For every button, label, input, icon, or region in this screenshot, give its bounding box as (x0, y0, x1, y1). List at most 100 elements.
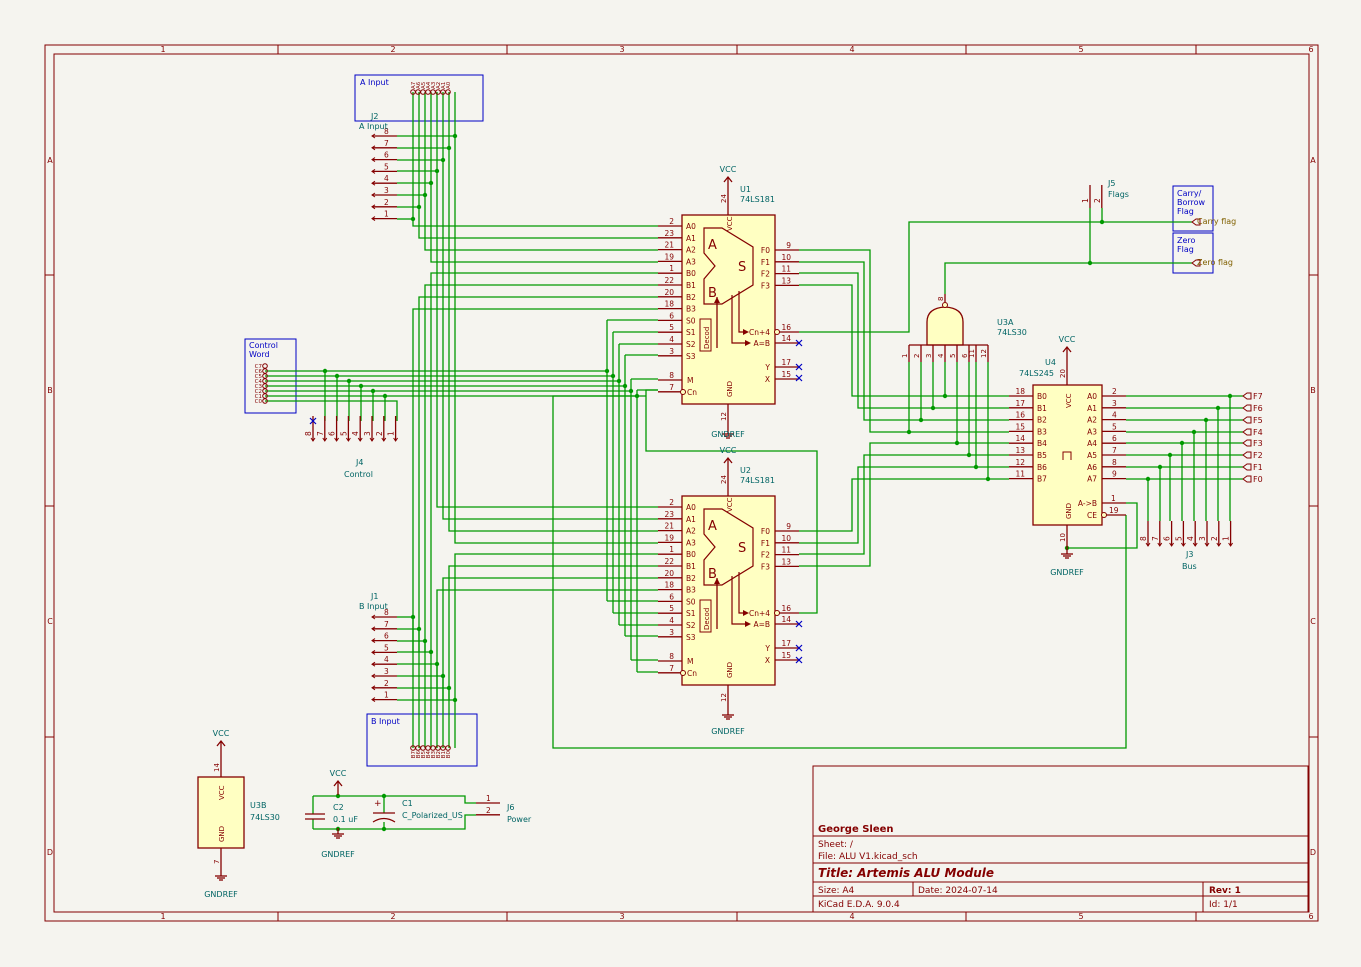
zero-flag-flag (1191, 259, 1201, 267)
j2-pin-tip (371, 157, 376, 163)
c1-curved-plate (372, 817, 396, 823)
u1-vcc-label: VCC (720, 165, 737, 174)
u1-alu-shape (703, 227, 754, 305)
j1-pin-num: 3 (384, 667, 389, 676)
junction-dot (604, 368, 610, 374)
junction-dot (1215, 405, 1221, 411)
bus-output-label: F0 (1253, 475, 1263, 484)
wire (412, 219, 658, 227)
j2-pin-tip (371, 133, 376, 139)
bus-output-label: F7 (1253, 392, 1263, 401)
a-input-bus-label: A2 (436, 82, 442, 89)
u2-value: 74LS181 (740, 476, 775, 485)
u1-vcc-pin-name: VCC (726, 216, 734, 231)
junction-dot (906, 429, 912, 435)
b-input-bus-label: B1 (441, 751, 447, 758)
outer-frame (44, 44, 1319, 922)
wire (442, 160, 658, 520)
u4-pin-num: 18 (1015, 387, 1025, 396)
tb-title: Title: Artemis ALU Module (818, 866, 994, 880)
u4-pin-name: B6 (1037, 463, 1047, 472)
j4-pin-num: 8 (304, 431, 313, 436)
wire (645, 389, 818, 614)
wire (552, 395, 1127, 749)
column-marker-top: 5 (1078, 45, 1083, 54)
j4-pin-tip (310, 437, 316, 442)
j1-ref: J1 (370, 592, 378, 601)
u3a-ref: U3A (997, 318, 1014, 327)
j2-pin-tip (371, 192, 376, 198)
junction-dot (322, 368, 328, 374)
u2-pin-num: 21 (664, 522, 674, 531)
u2-pin-num: 9 (786, 522, 791, 531)
bus-output-label: F5 (1253, 416, 1263, 425)
b-input-bus-label: B5 (421, 751, 427, 759)
vcc-symbol: VCC (720, 165, 737, 191)
j3-pin-num: 5 (1174, 536, 1183, 541)
row-marker-left: B (47, 386, 53, 395)
u2-pin-name: S3 (686, 633, 696, 642)
j2-pin-tip (371, 180, 376, 186)
j4-pin-num: 1 (387, 431, 396, 436)
u4-pin-num: 13 (1015, 446, 1025, 455)
vcc-symbol: VCC (1059, 335, 1076, 361)
u3a-value: 74LS30 (997, 328, 1027, 337)
u4-vcc-num: 20 (1059, 369, 1067, 378)
wire (799, 284, 1009, 397)
u1-vcc-pin-num: 24 (720, 194, 728, 203)
junction-dot (1191, 429, 1197, 435)
wire (418, 207, 658, 239)
j4-pin-num: 4 (351, 431, 360, 436)
junction-dot (346, 378, 352, 384)
u1-pin-num: 13 (781, 276, 791, 285)
carry-flag-label: Carry flag (1197, 217, 1236, 226)
u4-pin-name: B4 (1037, 439, 1047, 448)
u1-aeqb-arrow (731, 295, 749, 344)
tb-tool: KiCad E.D.A. 9.0.4 (818, 900, 900, 910)
u1-pin-num: 8 (669, 371, 674, 380)
u2-pin-num: 10 (781, 534, 791, 543)
wire (448, 565, 658, 700)
gndref-symbol: GNDREF (711, 709, 745, 736)
u3b-value: 74LS30 (250, 813, 280, 822)
u4-pin-num: 6 (1112, 434, 1117, 443)
j4-pin-tip (393, 437, 399, 442)
u2-pin-name: A1 (686, 515, 696, 524)
u2-pin-name: A0 (686, 503, 696, 512)
wire (799, 478, 1009, 532)
wire (944, 262, 1192, 294)
u1-decod-box (699, 318, 712, 352)
j4-pin-tip (334, 437, 340, 442)
u2-arrowhead (743, 610, 749, 616)
j4-pin-num: 6 (328, 431, 337, 436)
u4-pin-name: A1 (1087, 404, 1097, 413)
u4-gnd-num: 10 (1059, 533, 1067, 542)
u3a-in-num: 2 (913, 354, 921, 358)
u4-pin-num: 11 (1015, 470, 1025, 479)
junction-dot (918, 417, 924, 423)
u2-pin-num: 20 (664, 569, 674, 578)
carry-box-label-3: Flag (1177, 207, 1194, 216)
u2-pin-num: 22 (664, 557, 674, 566)
junction-dot (616, 378, 622, 384)
wire (430, 183, 658, 263)
c-gnd-label: GNDREF (321, 850, 355, 859)
u3b-gnd-label: GNDREF (204, 890, 238, 899)
u3a-in-num: 5 (949, 354, 957, 358)
u1-pin-name: F3 (761, 281, 770, 290)
u1-pin-num: 5 (669, 323, 674, 332)
u4-pin-num: 9 (1112, 470, 1117, 479)
components: U174LS18124VCC12GND2A023A121A219A31B022B… (197, 81, 1263, 899)
j3-pin-tip (1216, 542, 1222, 547)
j3-pin-tip (1169, 542, 1175, 547)
u2-pin-name: B1 (686, 562, 696, 571)
j3-pin-num: 7 (1151, 536, 1160, 541)
bus-label-flag (1242, 416, 1252, 424)
a-input-bus-entry (445, 89, 451, 95)
junction-dot (381, 793, 387, 799)
j6-ref: J6 (506, 803, 514, 812)
b-input-bus-label: B2 (436, 751, 442, 758)
u1-pin-name: S0 (686, 316, 696, 325)
wire (412, 308, 658, 652)
